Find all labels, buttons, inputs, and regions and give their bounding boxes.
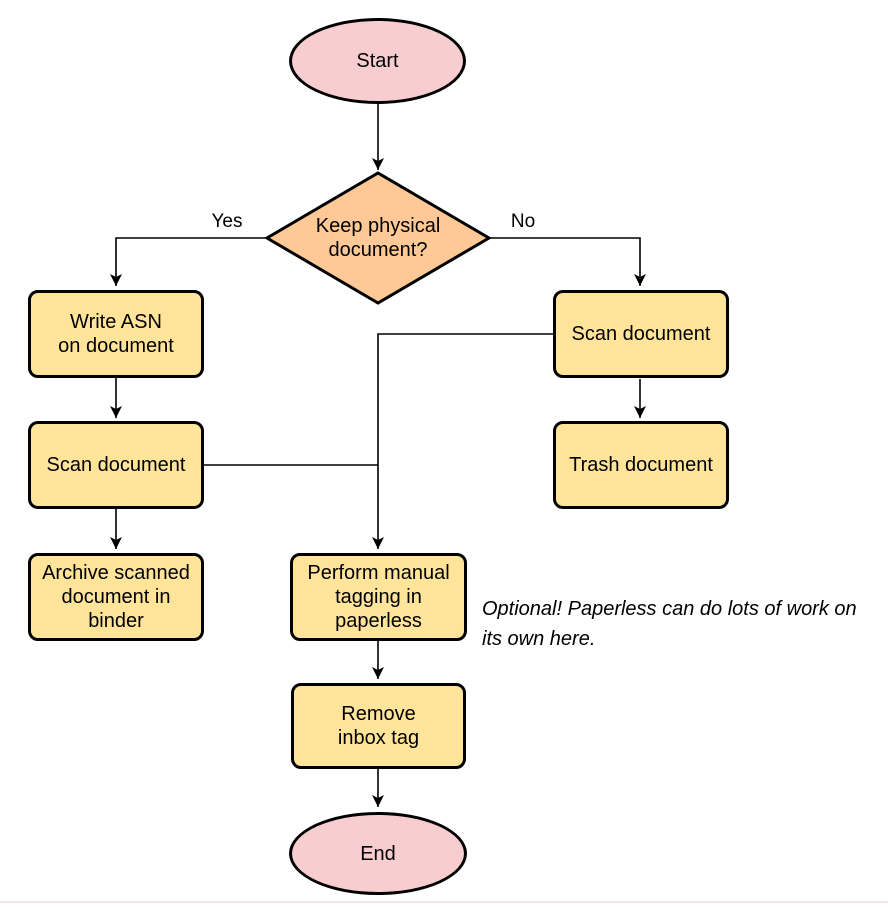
node-remove-inbox-tag: Remove inbox tag <box>291 683 466 769</box>
node-end: End <box>289 812 467 895</box>
edge-decision-no-to-scan-right <box>490 237 646 286</box>
node-manual-tagging: Perform manual tagging in paperless <box>290 553 467 641</box>
node-end-label: End <box>360 842 396 865</box>
edge-label-yes: Yes <box>211 211 243 232</box>
page-bottom-divider <box>0 901 888 903</box>
node-decision-label: Keep physical document? <box>315 215 441 261</box>
node-scan-document-right: Scan document <box>553 290 729 378</box>
node-trash-document: Trash document <box>553 421 729 509</box>
edge-label-no: No <box>510 211 536 232</box>
annotation-optional-note: Optional! Paperless can do lots of work … <box>482 598 857 650</box>
edge-scan-right-to-tagging <box>372 333 553 549</box>
node-write-asn: Write ASN on document <box>28 290 204 378</box>
node-archive-binder: Archive scanned document in binder <box>28 553 204 641</box>
node-start-label: Start <box>356 50 399 72</box>
node-decision-keep-physical <box>264 171 492 305</box>
node-scan-document-left: Scan document <box>28 421 204 509</box>
node-start: Start <box>289 18 466 104</box>
edge-decision-yes-to-write-asn <box>110 237 266 286</box>
